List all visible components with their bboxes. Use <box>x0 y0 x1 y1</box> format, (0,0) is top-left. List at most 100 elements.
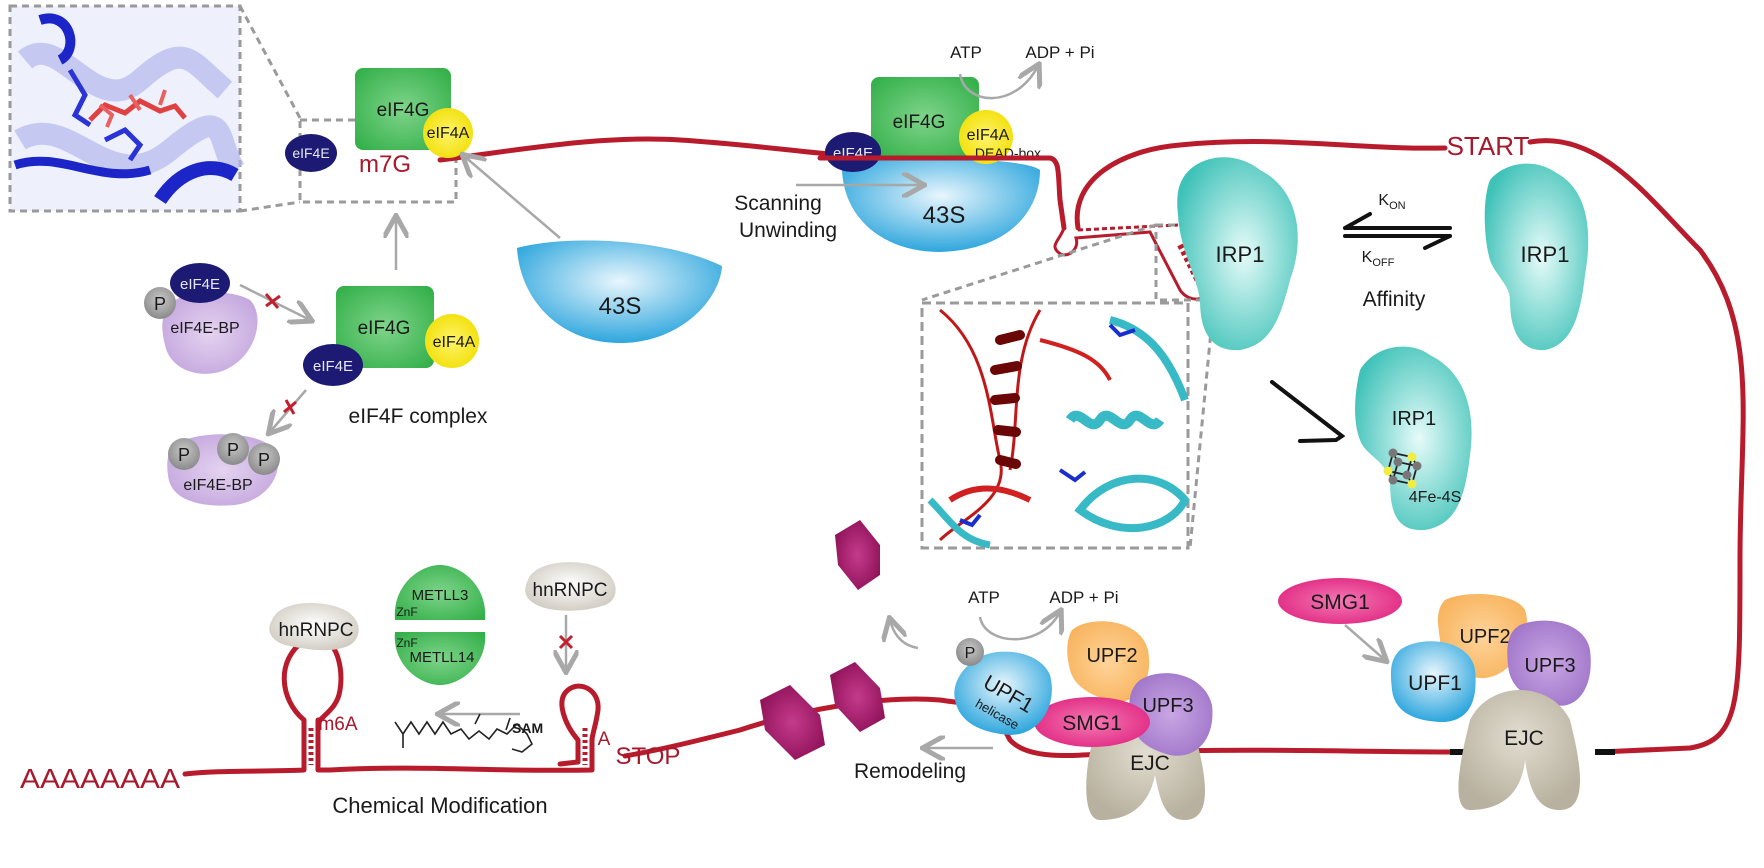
atp-label: ATP <box>968 588 1000 607</box>
upf3-protein <box>1507 620 1591 706</box>
eIF4G-label: eIF4G <box>358 318 411 339</box>
eIF4E-label: eIF4E <box>180 276 220 293</box>
irp1-label: IRP1 <box>1216 242 1265 267</box>
released-protein-hexagons <box>760 520 885 760</box>
smg1-protein <box>1034 697 1150 747</box>
irp1-bound: IRP1 <box>1177 157 1298 351</box>
43S-label: 43S <box>599 293 642 320</box>
eIF4F-complex-caption: eIF4F complex <box>349 405 488 428</box>
irp1-protein <box>1355 346 1472 531</box>
eIF4E-protein <box>825 132 881 172</box>
eIF4E-protein <box>303 344 363 386</box>
affinity-label: Affinity <box>1363 288 1426 311</box>
polya-tail-label: AAAAAAAA <box>20 763 180 794</box>
eIF4A-label: eIF4A <box>433 334 476 351</box>
protein-helix-model <box>927 316 1190 549</box>
cluster-conversion-arrow <box>1270 380 1346 443</box>
remodeling-caption: Remodeling <box>854 760 966 783</box>
43S-subunit <box>842 158 1040 252</box>
chemical-modification-caption: Chemical Modification <box>332 793 547 818</box>
eIF4E-BP-bound: eIF4E-BP P eIF4E <box>144 263 258 374</box>
methyltransferase-complex: METLL3 ZnF ZnF METLL14 <box>394 565 486 685</box>
equilibrium-arrows <box>1343 212 1452 250</box>
stop-codon-label: STOP <box>616 743 681 770</box>
ejc-protein <box>1458 690 1580 810</box>
atp-label: ATP <box>950 43 982 62</box>
atp-hydrolysis-arrow <box>958 66 1038 100</box>
sam-molecule-icon <box>394 713 534 753</box>
nmd-remodeling-complex: EJC UPF2 UPF3 SMG1 UPF1 helicase P <box>954 621 1213 820</box>
eIF4E-protein <box>285 134 337 172</box>
ribosome-release-arrow <box>890 620 919 650</box>
irp1-protein <box>1177 157 1298 351</box>
phosphate-label: P <box>178 445 190 465</box>
eIF4E-label: eIF4E <box>313 358 353 375</box>
recruitment-arrow <box>464 156 561 239</box>
inset-zoom-line <box>1188 299 1216 549</box>
m7G-cap-label: m7G <box>359 151 411 178</box>
phosphate-label: P <box>154 294 166 314</box>
eIF4A-protein <box>423 108 473 158</box>
eIF4E-label: eIF4E <box>292 145 329 161</box>
sam-label: SAM <box>512 720 543 736</box>
upf1-protein <box>1390 641 1476 722</box>
cap-binding-structure-inset <box>8 4 245 213</box>
free-43S-ribosome: 43S <box>517 240 722 343</box>
upf1-label: UPF1 <box>1408 672 1462 695</box>
inhibition-x-icon <box>264 293 281 309</box>
upf2-label: UPF2 <box>1086 645 1137 667</box>
cap-ligand <box>88 89 187 128</box>
inset-zoom-line <box>238 5 302 119</box>
hnrnpc-free: hnRNPC <box>525 562 616 611</box>
adp-label: ADP + Pi <box>1025 43 1094 62</box>
m6a-hairpin: m6A <box>281 634 358 765</box>
hnrnpc-label: hnRNPC <box>279 620 354 641</box>
phosphate-label: P <box>258 450 270 470</box>
scanning-caption: Scanning <box>734 192 822 215</box>
inhibition-x-icon <box>558 634 574 650</box>
eIF4G-label: eIF4G <box>377 100 430 121</box>
eIF4E-BP-label: eIF4E-BP <box>183 477 252 494</box>
upf3-label: UPF3 <box>1142 695 1193 717</box>
hexagon-protein <box>760 685 825 760</box>
m6a-label: m6A <box>318 714 357 735</box>
protein-ribbon <box>13 13 245 205</box>
phosphate-group <box>248 443 280 475</box>
adenosine-label: A <box>598 729 611 750</box>
upf3-label: UPF3 <box>1524 655 1575 677</box>
eIF4E-BP-label: eIF4E-BP <box>170 320 239 337</box>
cap-binding-complex: eIF4G eIF4A eIF4E m7G <box>285 68 473 178</box>
eIF4G-label: eIF4G <box>893 112 946 133</box>
upf1-protein <box>954 651 1052 735</box>
eIF4E-BP-hyperphosphorylated: eIF4E-BP P P P <box>167 433 280 506</box>
hexagon-protein <box>835 520 880 590</box>
atp-hydrolysis-arrow <box>978 612 1060 641</box>
ire-irp-structure-inset <box>920 301 1190 550</box>
iron-sulfur-cluster-icon <box>1383 448 1422 489</box>
eIF4A-label: eIF4A <box>427 125 470 142</box>
hnrnpc-bound: hnRNPC <box>269 603 359 651</box>
znf-label: ZnF <box>396 605 417 619</box>
ejc-label: EJC <box>1130 752 1170 775</box>
metll14-label: METLL14 <box>409 649 474 666</box>
hnrnpc-protein <box>525 562 616 611</box>
blocked-release-arrow <box>270 389 307 432</box>
upf3-protein <box>1129 673 1213 756</box>
phosphorylation-arrow <box>1344 624 1385 660</box>
mrna-strand <box>182 136 1746 777</box>
adp-label: ADP + Pi <box>1049 588 1118 607</box>
43S-label: 43S <box>923 202 966 229</box>
kon-label: KON <box>1378 192 1405 212</box>
inhibition-x-icon <box>283 399 297 415</box>
nmd-assembly: SMG1 UPF2 UPF3 UPF1 EJC <box>1278 578 1591 810</box>
koff-label: KOFF <box>1362 249 1395 269</box>
rna-backbone-model <box>938 308 1112 542</box>
phosphate-group <box>144 287 176 319</box>
unwinding-caption: Unwinding <box>739 219 837 242</box>
hexagon-protein <box>830 662 885 732</box>
upf2-protein <box>1067 621 1150 702</box>
irp1-label: IRP1 <box>1392 408 1436 430</box>
hnrnpc-protein <box>269 603 359 651</box>
hnrnpc-label: hnRNPC <box>533 580 608 601</box>
